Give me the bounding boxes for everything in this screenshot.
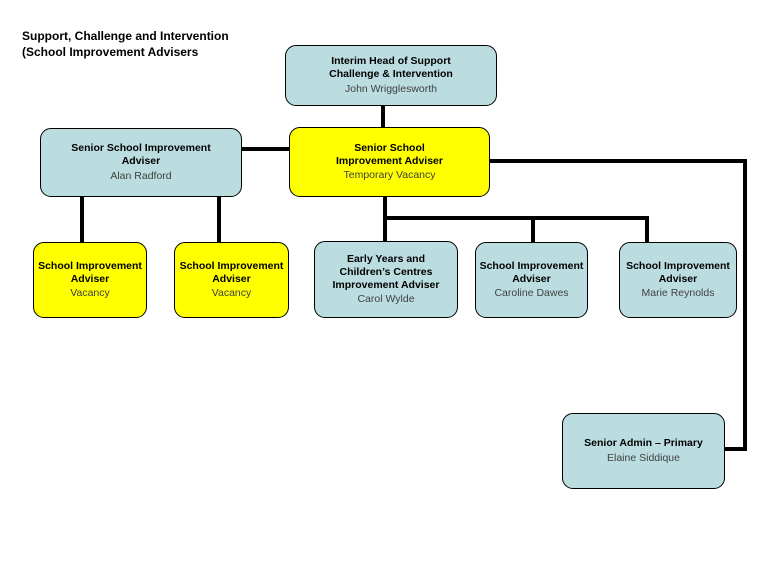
person-name: Caroline Dawes [494,287,569,300]
org-box-adviser-reynolds: School Improvement Adviser Marie Reynold… [619,242,737,318]
role-title: School Improvement Adviser [38,259,142,285]
role-title: Early Years and Children’s Centres Impro… [332,252,440,291]
connector-bus-to-reynolds [645,218,649,243]
org-box-adviser-vacancy-1: School Improvement Adviser Vacancy [33,242,147,318]
role-title: School Improvement Adviser [179,259,284,285]
org-box-adviser-vacancy-2: School Improvement Adviser Vacancy [174,242,289,318]
org-box-senior-admin: Senior Admin – Primary Elaine Siddique [562,413,725,489]
person-name: Marie Reynolds [641,287,715,300]
connector-right-drop [743,159,747,451]
connector-to-senior-admin [723,447,747,451]
role-title: Senior School Improvement Adviser [336,141,443,167]
connector-radford-to-vacancy-1 [80,196,84,243]
org-box-senior-adviser-vacancy: Senior School Improvement Adviser Tempor… [289,127,490,197]
person-name: Temporary Vacancy [343,169,436,182]
connector-senior-vacancy-bus [383,216,649,220]
connector-head-to-senior-vacancy [381,106,385,129]
page-title: Support, Challenge and Intervention (Sch… [22,29,229,59]
org-box-early-years-adviser: Early Years and Children’s Centres Impro… [314,241,458,318]
role-title: School Improvement Adviser [479,259,584,285]
person-name: Vacancy [70,287,110,300]
org-box-interim-head: Interim Head of Support Challenge & Inte… [285,45,497,106]
person-name: Vacancy [211,287,252,300]
connector-radford-to-senior-vacancy [242,147,289,151]
person-name: John Wrigglesworth [344,82,437,95]
person-name: Elaine Siddique [607,451,680,464]
org-box-adviser-dawes: School Improvement Adviser Caroline Dawe… [475,242,588,318]
role-title: Senior Admin – Primary [584,437,703,450]
role-title: School Improvement Adviser [626,259,730,285]
connector-bus-to-dawes [531,218,535,243]
role-title: Senior School Improvement Adviser [71,142,211,168]
org-box-senior-adviser-radford: Senior School Improvement Adviser Alan R… [40,128,242,197]
person-name: Carol Wylde [357,293,415,306]
connector-radford-to-vacancy-2 [217,196,221,243]
role-title: Interim Head of Support Challenge & Inte… [329,55,453,81]
connector-senior-vacancy-right [490,159,747,163]
person-name: Alan Radford [110,169,172,182]
